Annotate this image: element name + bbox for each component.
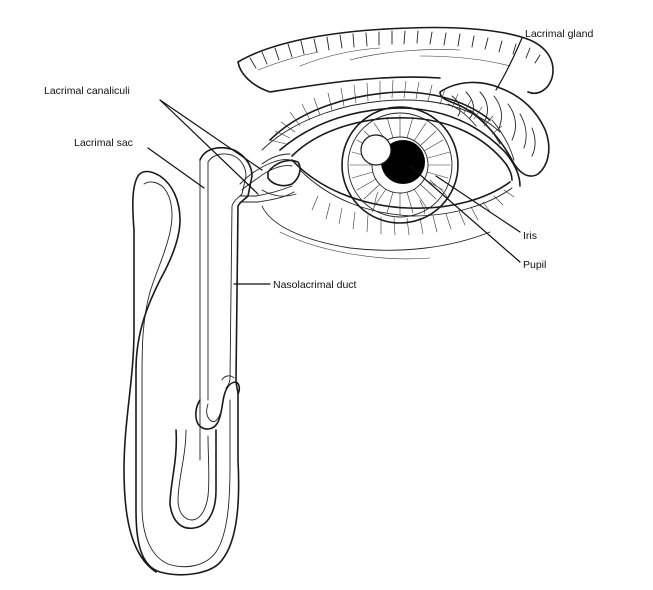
- leader-pupil: [409, 165, 521, 263]
- label-iris: Iris: [523, 230, 537, 242]
- highlight: [360, 134, 392, 166]
- leader-canaliculi-lower: [159, 99, 259, 195]
- lacrimal-sac-and-duct: [123, 146, 253, 576]
- label-pupil: Pupil: [523, 259, 546, 271]
- pupil: [381, 140, 425, 184]
- lacrimal-gland: [439, 81, 550, 177]
- leader-lines: [147, 37, 523, 285]
- lower-eyelid-contour: [261, 205, 491, 260]
- label-lacrimal-canaliculi: Lacrimal canaliculi: [44, 85, 130, 97]
- eyebrow: [237, 26, 554, 94]
- leader-lacrimal-sac: [147, 147, 205, 189]
- lower-lashes: [311, 189, 515, 236]
- leader-lacrimal-gland: [495, 37, 523, 91]
- leader-iris: [435, 175, 521, 233]
- leader-canaliculi-upper: [159, 99, 263, 171]
- label-nasolacrimal-duct: Nasolacrimal duct: [273, 279, 357, 291]
- medial-canthus: [261, 153, 301, 197]
- label-lacrimal-sac: Lacrimal sac: [74, 137, 133, 149]
- label-lacrimal-gland: Lacrimal gland: [525, 28, 593, 40]
- upper-eyelid: [261, 79, 521, 187]
